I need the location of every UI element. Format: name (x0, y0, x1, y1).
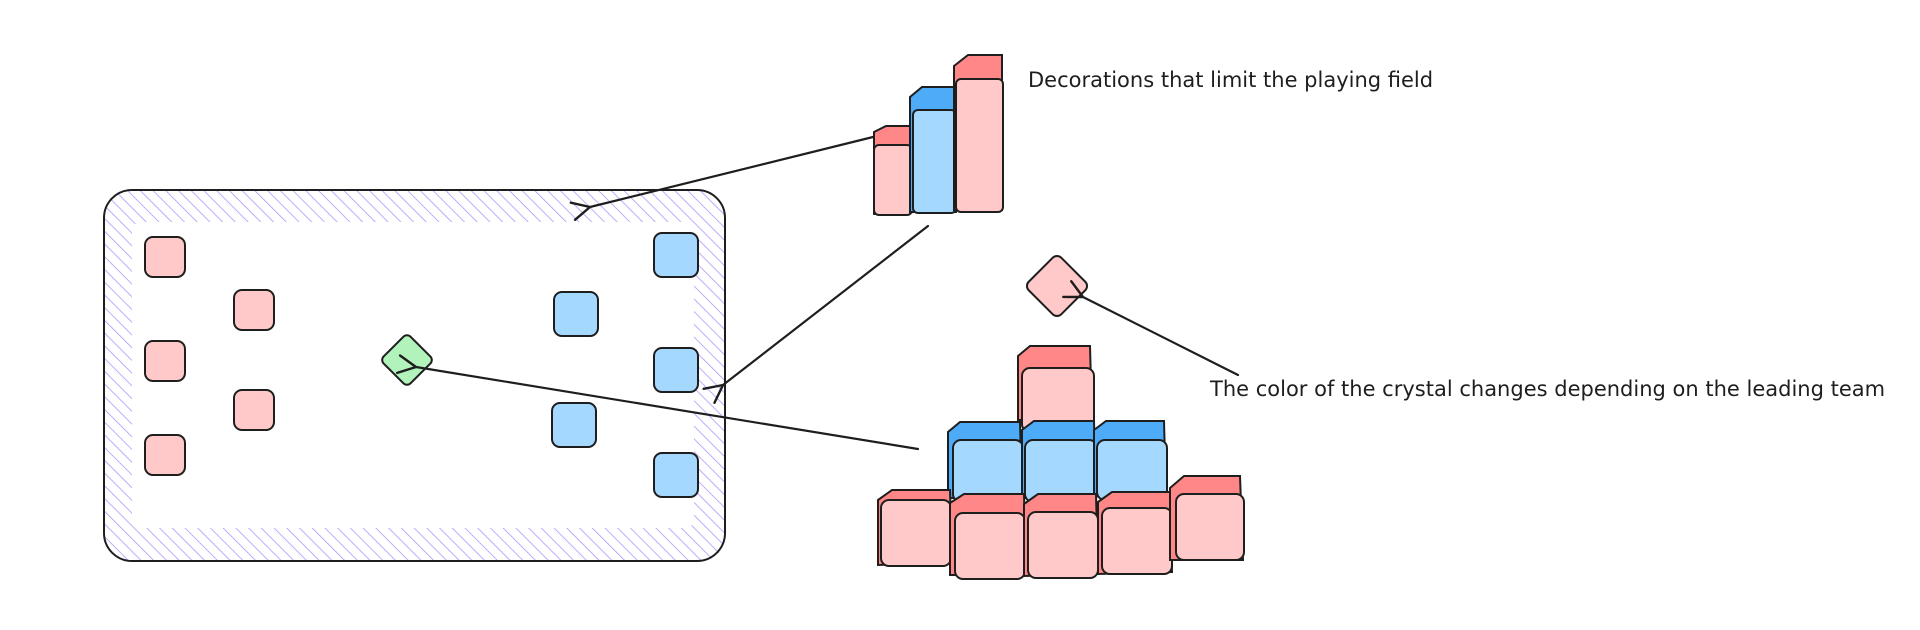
red-tile (233, 289, 275, 331)
red-tile (144, 236, 186, 278)
cube-red (1097, 491, 1174, 576)
red-tile (233, 389, 275, 431)
cube-blue (1093, 420, 1168, 501)
arrow-pyramid-to-crystal (396, 354, 920, 451)
arrow-text-to-crystal (1062, 280, 1240, 377)
blue-tile (653, 452, 699, 498)
annotation-crystal: The color of the crystal changes dependi… (1209, 377, 1885, 401)
arrow-decorations-to-field-top (569, 135, 875, 221)
pillar-red-tall (953, 54, 1004, 213)
cube-blue (947, 421, 1024, 503)
decoration-pillars (873, 54, 1004, 216)
pillar-red-short (873, 125, 915, 216)
blue-tile (653, 232, 699, 278)
red-tile (144, 340, 186, 382)
annotation-decorations: Decorations that limit the playing field (1028, 68, 1433, 92)
cube-red (877, 489, 954, 567)
red-team-tiles (144, 236, 275, 476)
cube-red (949, 493, 1028, 580)
playing-field (103, 189, 726, 562)
cube-blue (1021, 420, 1098, 503)
blue-team-tiles (551, 232, 699, 498)
cube-red (1017, 345, 1095, 433)
cube-red (1023, 493, 1100, 579)
blue-tile (653, 347, 699, 393)
red-tile (144, 434, 186, 476)
cube-red (1169, 475, 1245, 561)
arrows (396, 135, 1240, 451)
pillar-blue (909, 86, 957, 214)
crystal-pink (1025, 254, 1089, 318)
blue-tile (551, 402, 597, 448)
field-outline (103, 189, 726, 562)
crystal-on-field (381, 334, 433, 386)
blue-tile (553, 291, 599, 337)
cube-pyramid (877, 345, 1245, 580)
arrow-decorations-to-field-right (702, 224, 930, 404)
